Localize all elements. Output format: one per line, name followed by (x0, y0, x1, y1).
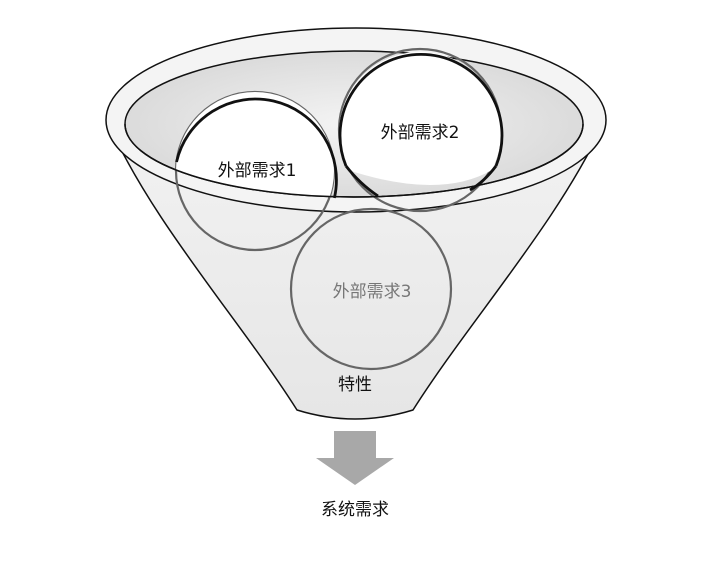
requirement-2-label: 外部需求2 (381, 123, 460, 143)
output-label: 系统需求 (321, 500, 389, 520)
down-arrow-icon (316, 431, 394, 485)
requirement-3-label: 外部需求3 (333, 282, 412, 302)
requirement-1-label: 外部需求1 (218, 161, 297, 181)
funnel-feature-label: 特性 (338, 375, 372, 395)
